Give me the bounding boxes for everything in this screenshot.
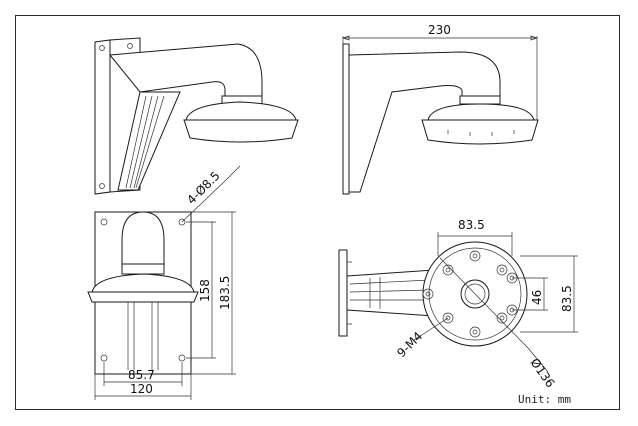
dim-cap-height: 83.5 bbox=[560, 285, 574, 312]
bottom-view bbox=[338, 232, 578, 373]
dim-base-inner: 85.7 bbox=[128, 368, 155, 382]
dim-thread: 9-M4 bbox=[394, 329, 425, 360]
perspective-view bbox=[94, 37, 299, 195]
dim-base-outer: 120 bbox=[130, 382, 153, 396]
dim-diameter: Ø136 bbox=[528, 356, 558, 391]
dim-height-inner: 158 bbox=[198, 279, 212, 302]
dim-cap-width: 83.5 bbox=[458, 218, 485, 232]
front-view bbox=[87, 165, 241, 400]
dim-height-outer: 183.5 bbox=[218, 276, 232, 310]
dim-cap-spacing: 46 bbox=[530, 290, 544, 305]
side-view bbox=[341, 35, 539, 195]
unit-label: Unit: mm bbox=[518, 393, 571, 406]
drawing-frame bbox=[15, 15, 620, 410]
dim-side-width: 230 bbox=[428, 23, 451, 37]
